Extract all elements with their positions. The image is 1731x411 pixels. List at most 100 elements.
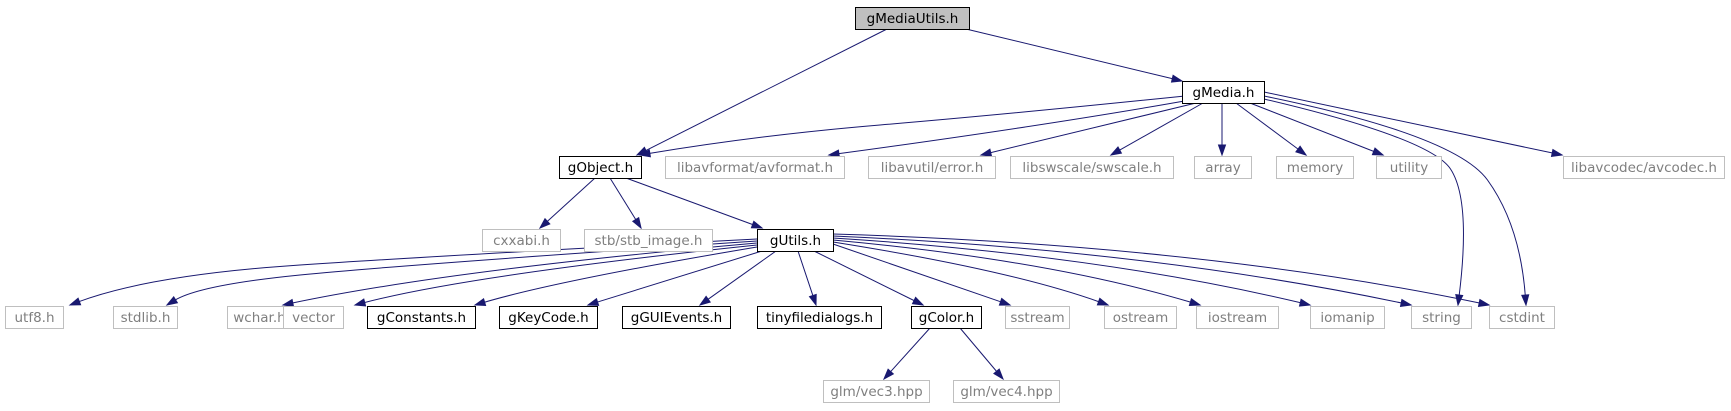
edge-line	[546, 177, 596, 223]
edge-arrowhead	[1550, 148, 1564, 157]
node-box	[5, 306, 64, 329]
node-label: cstdint	[1499, 310, 1545, 326]
node-label: gConstants.h	[377, 310, 466, 326]
edge-arrowhead	[473, 297, 487, 307]
node-vec4: glm/vec4.hpp	[953, 380, 1060, 403]
node-stb_image: stb/stb_image.h	[584, 229, 713, 252]
node-sstream: sstream	[1005, 306, 1070, 329]
edge-gUtils-to-string	[832, 235, 1413, 307]
edge-arrowhead	[993, 368, 1004, 381]
node-label: iostream	[1208, 310, 1267, 326]
edge-gMedia-to-gObject	[638, 95, 1186, 158]
edge-line	[1235, 102, 1300, 151]
node-swscale: libswscale/swscale.h	[1010, 156, 1174, 179]
edge-arrowhead	[1170, 74, 1184, 83]
node-gKeyCode[interactable]: gKeyCode.h	[499, 306, 598, 329]
edge-arrowhead	[1455, 294, 1464, 307]
node-tinyfiledialogs[interactable]: tinyfiledialogs.h	[757, 306, 882, 329]
edge-arrowhead	[1096, 297, 1110, 306]
edge-arrowhead	[586, 297, 600, 306]
edge-gMedia-to-string	[1263, 98, 1464, 307]
edge-gUtils-to-vector	[353, 244, 758, 307]
edge-arrowhead	[68, 297, 82, 306]
edge-arrowhead	[882, 368, 895, 381]
edge-gMedia-to-swscale	[1109, 102, 1204, 156]
node-stdlib: stdlib.h	[113, 306, 178, 329]
node-box	[665, 156, 845, 179]
node-label: utf8.h	[14, 310, 54, 326]
edge-gUtils-to-ostream	[832, 241, 1110, 306]
node-label: gObject.h	[568, 160, 633, 176]
node-gUtils[interactable]: gUtils.h	[757, 229, 834, 252]
edge-gUtils-to-iomanip	[832, 237, 1312, 307]
edge-line	[1263, 98, 1464, 297]
edge-line	[644, 28, 888, 152]
nodes-layer: gMediaUtils.h gMedia.h gObject.h libavforma…	[5, 7, 1725, 403]
edge-line	[813, 250, 916, 302]
node-avutil_error: libavutil/error.h	[868, 156, 996, 179]
edge-gMedia-to-memory	[1235, 102, 1308, 156]
edge-line	[797, 250, 814, 297]
edge-gMedia-to-avcodec	[1263, 91, 1564, 157]
edge-line	[832, 241, 1100, 303]
node-gGUIEvents[interactable]: gGUIEvents.h	[622, 306, 731, 329]
node-vector: vector	[283, 306, 344, 329]
node-cxxabi: cxxabi.h	[482, 229, 561, 252]
node-box	[1310, 306, 1385, 329]
node-gObject[interactable]: gObject.h	[559, 156, 642, 179]
edge-gUtils-to-tinyfiledialogs	[797, 250, 817, 307]
edge-line	[483, 246, 758, 303]
edge-arrowhead	[1521, 294, 1530, 307]
node-box	[1194, 156, 1252, 179]
node-label: glm/vec4.hpp	[960, 384, 1052, 400]
node-label: gMedia.h	[1193, 85, 1255, 101]
node-avformat: libavformat/avformat.h	[665, 156, 845, 179]
edge-arrowhead	[1295, 145, 1308, 156]
node-label: stb/stb_image.h	[595, 233, 703, 249]
node-label: libavformat/avformat.h	[677, 160, 833, 176]
edge-line	[1263, 95, 1526, 297]
node-box	[868, 156, 996, 179]
node-label: wchar.h	[233, 310, 285, 326]
edge-arrowhead	[538, 217, 551, 230]
edge-arrowhead	[979, 148, 993, 157]
node-box	[559, 156, 642, 179]
node-avcodec: libavcodec/avcodec.h	[1563, 156, 1725, 179]
node-wchar: wchar.h	[227, 306, 292, 329]
edge-gMedia-to-array	[1217, 103, 1227, 157]
edge-arrowhead	[1109, 146, 1123, 156]
node-label: ostream	[1113, 310, 1169, 326]
node-label: gUtils.h	[770, 233, 821, 249]
edge-line	[832, 239, 1192, 303]
edge-arrowhead	[1188, 297, 1202, 307]
node-label: array	[1205, 160, 1240, 176]
node-cstdint: cstdint	[1489, 306, 1555, 329]
edge-gMediaUtils-to-gObject	[635, 28, 888, 156]
node-label: gMediaUtils.h	[867, 11, 959, 27]
node-box	[113, 306, 178, 329]
edge-arrowhead	[808, 293, 817, 307]
node-box	[757, 229, 834, 252]
edge-line	[959, 327, 998, 373]
node-label: memory	[1287, 160, 1343, 176]
node-utf8: utf8.h	[5, 306, 64, 329]
node-label: iomanip	[1320, 310, 1374, 326]
node-gConstants[interactable]: gConstants.h	[367, 306, 476, 329]
edge-arrowhead	[1399, 298, 1413, 307]
edge-line	[989, 102, 1197, 154]
node-iostream: iostream	[1196, 306, 1279, 329]
node-gMediaUtils[interactable]: gMediaUtils.h	[855, 7, 970, 30]
node-label: string	[1422, 310, 1461, 326]
edge-gMedia-to-avutil_error	[979, 102, 1197, 157]
edge-line	[832, 233, 1481, 304]
node-box	[283, 306, 344, 329]
node-label: libavcodec/avcodec.h	[1571, 160, 1717, 176]
node-box	[911, 306, 982, 329]
edge-arrowhead	[998, 297, 1012, 306]
node-gColor[interactable]: gColor.h	[911, 306, 982, 329]
edge-line	[837, 99, 1191, 155]
node-box	[367, 306, 476, 329]
node-box	[757, 306, 882, 329]
node-gMedia[interactable]: gMedia.h	[1182, 81, 1265, 104]
edge-line	[832, 243, 1002, 303]
